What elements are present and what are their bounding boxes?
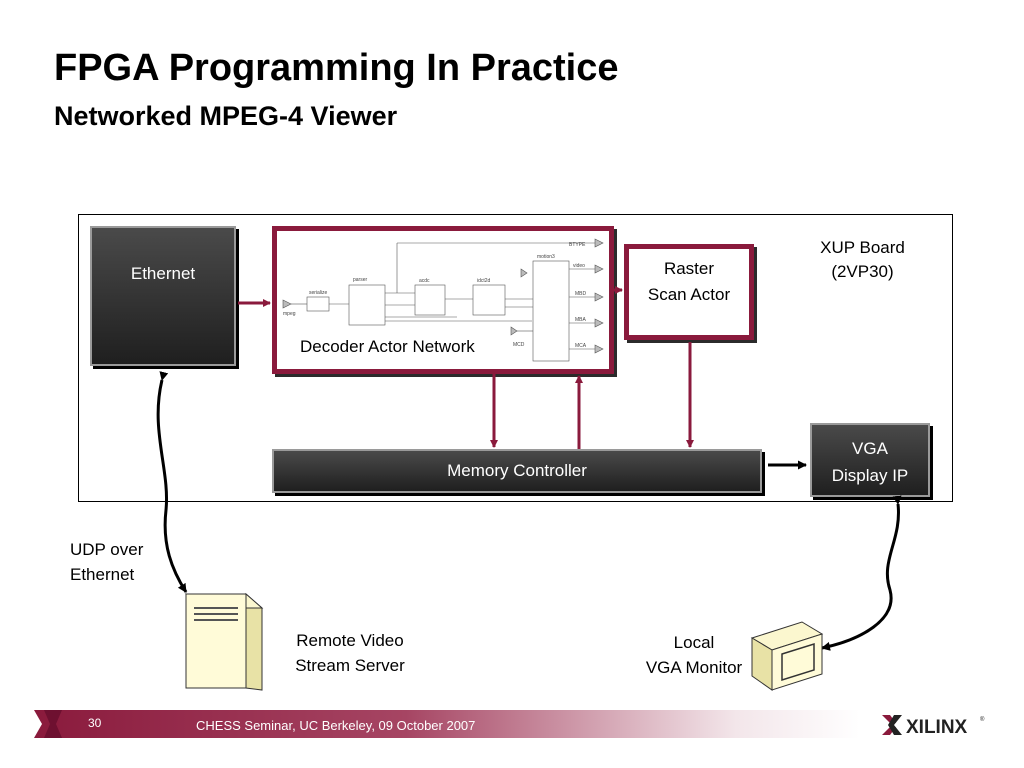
local-monitor-label: Local VGA Monitor: [636, 630, 752, 680]
parser-label: parser: [353, 277, 368, 283]
memory-controller-block: Memory Controller: [272, 449, 762, 493]
xup-board-outline: [78, 214, 953, 502]
monitor-icon: [750, 621, 824, 691]
decoder-network-label: Decoder Actor Network: [300, 337, 475, 356]
monitor-label-line2: VGA Monitor: [645, 658, 743, 677]
raster-line1: Raster: [663, 259, 715, 278]
server-icon: [184, 592, 264, 691]
serialize-label: serialize: [309, 290, 328, 296]
raster-scan-actor-block: [624, 244, 754, 340]
ethernet-label: Ethernet: [130, 264, 196, 283]
video-label: video: [573, 263, 585, 269]
motion3-actor: [532, 260, 570, 362]
page-number: 30: [88, 716, 102, 730]
parser-actor: [348, 284, 386, 326]
vga-display-ip-block: VGA Display IP: [810, 423, 930, 497]
idct2d-actor: [472, 284, 506, 316]
udp-over-ethernet-label: UDP over Ethernet: [70, 537, 143, 587]
vga-monitor-link: [821, 495, 902, 651]
server-label-line2: Stream Server: [295, 656, 405, 675]
mpeg-port-label: mpeg: [283, 311, 296, 317]
udp-label-line1: UDP over: [70, 540, 144, 559]
server-label-line1: Remote Video: [296, 631, 404, 650]
udp-ethernet-link: [156, 371, 188, 593]
mpeg-input-port: [282, 299, 292, 309]
mba-label: MBA: [575, 317, 587, 323]
acdc-label: acdc: [419, 278, 430, 284]
raster-scan-label: Raster Scan Actor: [626, 256, 752, 308]
slide-title: FPGA Programming In Practice: [54, 47, 619, 89]
idct2d-label: idct2d: [477, 278, 491, 284]
acdc-actor: [414, 284, 446, 316]
mcd-label: MCD: [513, 342, 525, 348]
motion3-label: motion3: [537, 254, 555, 260]
footer-text: CHESS Seminar, UC Berkeley, 09 October 2…: [196, 718, 476, 733]
svg-text:®: ®: [980, 716, 985, 723]
xup-board-label: XUP Board (2VP30): [800, 236, 925, 284]
vga-line2: Display IP: [831, 466, 909, 485]
memory-controller-label: Memory Controller: [447, 461, 587, 480]
decoder-schematic: mpeg serialize parser acdc idct2d motion…: [282, 238, 604, 362]
ethernet-udp-block: Ethernet: [90, 226, 236, 366]
remote-server-label: Remote Video Stream Server: [288, 628, 412, 678]
monitor-label-line1: Local: [673, 633, 715, 652]
footer-bar: [34, 710, 860, 738]
raster-line2: Scan Actor: [647, 285, 731, 304]
svg-text:XILINX: XILINX: [906, 717, 968, 738]
xup-board-label-line2: (2VP30): [831, 262, 894, 281]
xup-board-label-line1: XUP Board: [820, 238, 905, 257]
xilinx-logo: XILINX ®: [882, 715, 985, 738]
mbd-label: MBD: [575, 291, 587, 297]
mca-label: MCA: [575, 343, 587, 349]
vga-line1: VGA: [852, 439, 888, 458]
slide-subtitle: Networked MPEG-4 Viewer: [54, 101, 398, 131]
btype-label: BTYPE: [569, 242, 586, 248]
udp-label-line2: Ethernet: [70, 565, 135, 584]
